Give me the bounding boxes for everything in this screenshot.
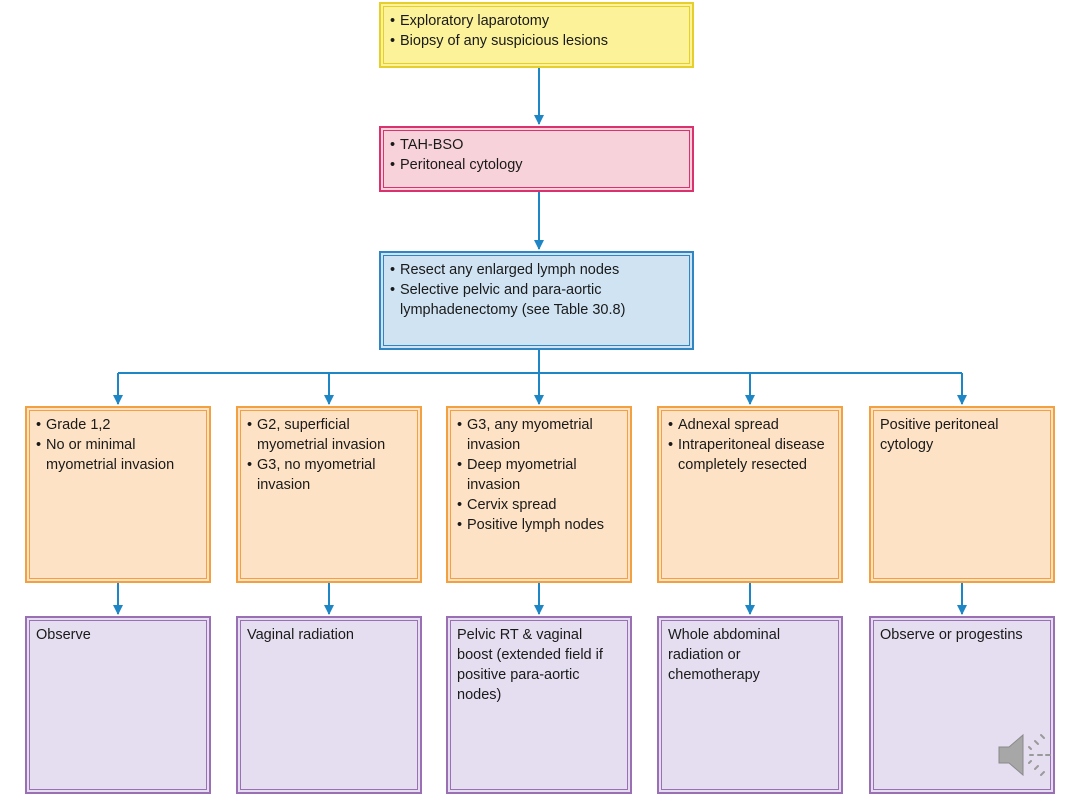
criteria-item: G2, superficial myometrial invasion (247, 415, 411, 455)
step-lymph-item: Resect any enlarged lymph nodes (390, 260, 683, 280)
step-surgery-box: TAH-BSO Peritoneal cytology (379, 126, 694, 192)
criteria-item: G3, no myometrial invasion (247, 455, 411, 495)
step-exploratory-box: Exploratory laparotomy Biopsy of any sus… (379, 2, 694, 68)
step-exploratory-item: Exploratory laparotomy (390, 11, 683, 31)
criteria-item: Deep myometrial invasion (457, 455, 621, 495)
step-surgery-item: TAH-BSO (390, 135, 683, 155)
criteria-item: No or minimal myometrial invasion (36, 435, 200, 475)
step-lymph-item: Selective pelvic and para-aortic lymphad… (390, 280, 683, 320)
treatment-box-1: Observe (25, 616, 211, 794)
criteria-box-3: G3, any myometrial invasion Deep myometr… (446, 406, 632, 583)
criteria-box-1: Grade 1,2 No or minimal myometrial invas… (25, 406, 211, 583)
criteria-item: Positive lymph nodes (457, 515, 621, 535)
treatment-text: Observe or progestins (880, 627, 1023, 643)
criteria-text: Positive peritoneal cytology (880, 417, 999, 453)
treatment-text: Whole abdominal radiation or chemotherap… (668, 627, 781, 683)
treatment-text: Pelvic RT & vaginal boost (extended fiel… (457, 627, 603, 703)
criteria-item: Grade 1,2 (36, 415, 200, 435)
criteria-item: G3, any myometrial invasion (457, 415, 621, 455)
criteria-box-5: Positive peritoneal cytology (869, 406, 1055, 583)
step-surgery-item: Peritoneal cytology (390, 155, 683, 175)
treatment-box-2: Vaginal radiation (236, 616, 422, 794)
treatment-box-3: Pelvic RT & vaginal boost (extended fiel… (446, 616, 632, 794)
treatment-text: Vaginal radiation (247, 627, 354, 643)
criteria-box-4: Adnexal spread Intraperitoneal disease c… (657, 406, 843, 583)
criteria-item: Intraperitoneal disease completely resec… (668, 435, 832, 475)
treatment-box-4: Whole abdominal radiation or chemotherap… (657, 616, 843, 794)
speaker-icon[interactable] (993, 725, 1053, 785)
criteria-box-2: G2, superficial myometrial invasion G3, … (236, 406, 422, 583)
criteria-item: Adnexal spread (668, 415, 832, 435)
step-exploratory-item: Biopsy of any suspicious lesions (390, 31, 683, 51)
treatment-box-5: Observe or progestins (869, 616, 1055, 794)
step-lymph-box: Resect any enlarged lymph nodes Selectiv… (379, 251, 694, 350)
treatment-text: Observe (36, 627, 91, 643)
criteria-item: Cervix spread (457, 495, 621, 515)
